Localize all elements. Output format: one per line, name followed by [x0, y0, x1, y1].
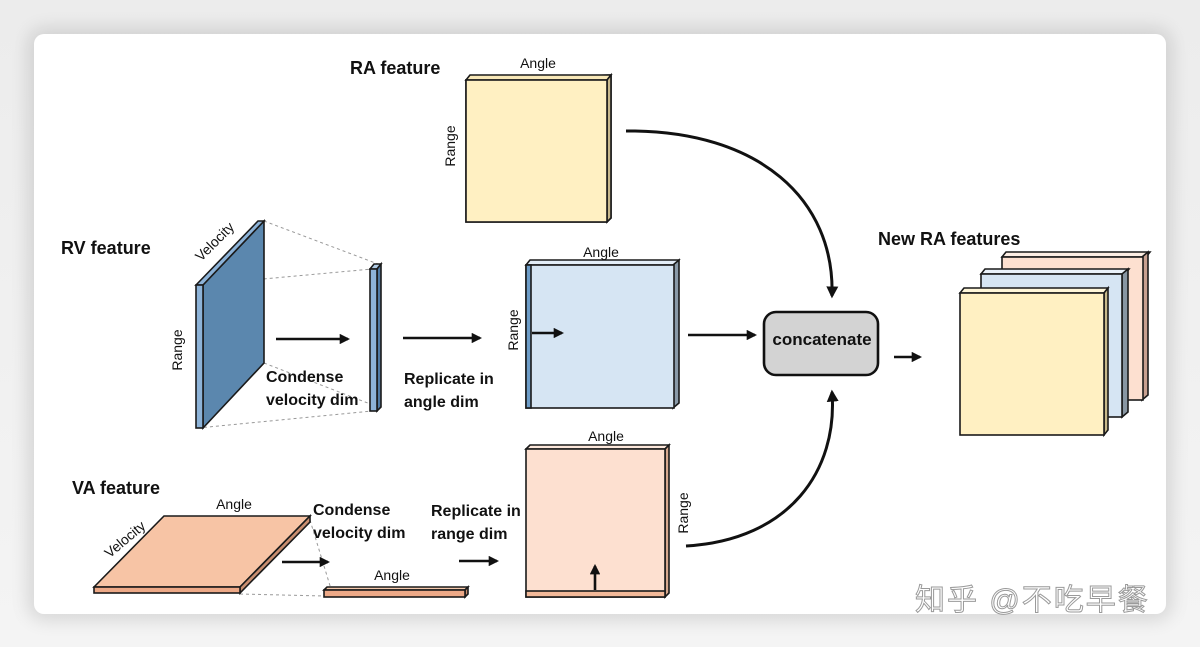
va-to-concat-arrow — [685, 389, 839, 548]
rv-condense-label-1: Condense — [266, 369, 343, 386]
va-angle-label: Angle — [216, 496, 252, 512]
rv-projection-lines — [197, 220, 379, 429]
ra-feature-title: RA feature — [350, 58, 440, 78]
ra-feature-block — [464, 72, 613, 224]
va-rep-range-label: Range — [675, 492, 691, 533]
ra-angle-label: Angle — [520, 55, 556, 71]
rv-rep-angle-label: Angle — [583, 244, 619, 260]
rv-feature-title: RV feature — [61, 238, 151, 258]
va-feature-slab — [92, 514, 312, 595]
va-condense-label-2: velocity dim — [313, 525, 405, 542]
va-condensed-bar — [322, 585, 470, 599]
va-replicate-label-2: range dim — [431, 526, 507, 543]
rv-condense-label-2: velocity dim — [266, 392, 358, 409]
va-rep-angle-label: Angle — [588, 428, 624, 444]
ra-range-label: Range — [442, 125, 458, 166]
rv-condensed-bar — [368, 261, 383, 413]
va-feature-title: VA feature — [72, 478, 160, 498]
rv-rep-range-label: Range — [505, 309, 521, 350]
output-title: New RA features — [878, 229, 1020, 249]
rv-replicated-block — [524, 258, 681, 410]
rv-replicate-label-1: Replicate in — [404, 371, 494, 388]
va-replicate-label-1: Replicate in — [431, 503, 521, 520]
rv-range-label: Range — [169, 329, 185, 370]
va-condense-label-1: Condense — [313, 502, 390, 519]
concatenate-label: concatenate — [772, 330, 871, 349]
rv-replicated-face — [525, 264, 675, 409]
rv-replicate-label-2: angle dim — [404, 394, 479, 411]
va-replicated-block — [524, 443, 671, 599]
va-condensed-angle-label: Angle — [374, 567, 410, 583]
ra-to-concat-arrow — [625, 129, 839, 299]
ra-feature-face — [465, 79, 608, 223]
output-layer-front — [958, 285, 1110, 438]
rv-feature-slab — [194, 219, 266, 431]
concatenate-node: concatenate — [762, 310, 880, 377]
va-projection-lines — [239, 519, 332, 597]
watermark: 知乎 @不吃早餐 — [915, 584, 1150, 617]
